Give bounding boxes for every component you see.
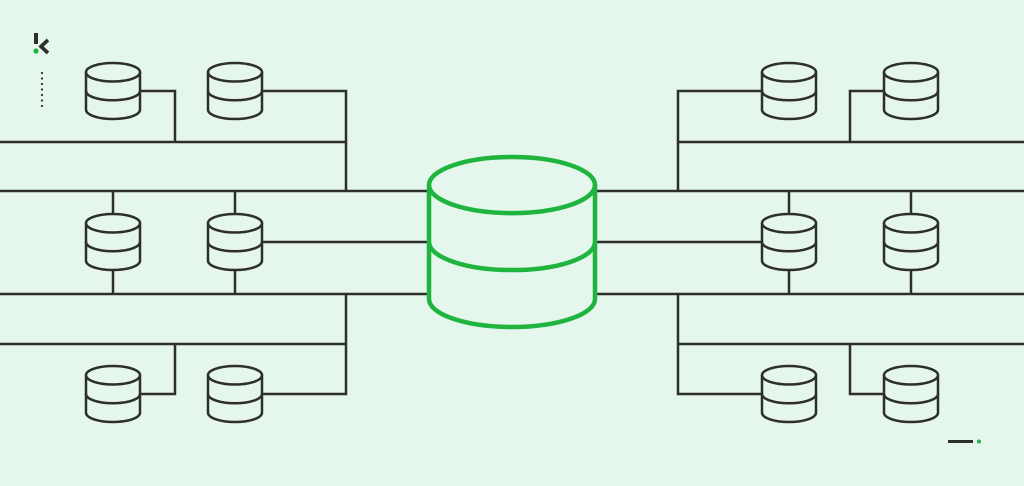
database-band xyxy=(206,89,264,102)
database-top xyxy=(84,364,142,386)
database-band xyxy=(206,240,264,253)
database-band xyxy=(760,89,818,102)
connector-line xyxy=(848,89,884,142)
database-body xyxy=(760,70,818,121)
klaviyo-k-logo-icon xyxy=(33,33,50,55)
decoration-dot xyxy=(40,77,44,80)
decoration-dot xyxy=(40,99,44,102)
decoration-dot xyxy=(40,82,44,86)
database-body xyxy=(882,221,940,272)
database-band xyxy=(84,89,142,102)
logo-stem xyxy=(34,33,38,44)
database-nodes xyxy=(84,61,940,424)
dash-dot-decoration xyxy=(948,439,981,444)
database-icon xyxy=(206,61,264,121)
database-icon xyxy=(84,364,142,424)
database-top xyxy=(882,212,940,234)
decoration-dot xyxy=(40,71,44,75)
central-database-icon xyxy=(426,154,598,330)
database-icon xyxy=(206,364,264,424)
database-body xyxy=(760,221,818,272)
database-body xyxy=(882,70,940,121)
database-band xyxy=(882,392,940,405)
database-icon xyxy=(84,61,142,121)
connector-line xyxy=(262,89,348,191)
database-top xyxy=(882,364,940,386)
database-band xyxy=(882,240,940,253)
database-body xyxy=(84,221,142,272)
database-body xyxy=(426,182,598,330)
database-body xyxy=(84,70,142,121)
database-top xyxy=(760,212,818,234)
database-top xyxy=(84,61,142,83)
database-top xyxy=(206,61,264,83)
database-body xyxy=(206,373,264,424)
database-band xyxy=(426,239,598,273)
database-icon xyxy=(882,364,940,424)
database-body xyxy=(84,373,142,424)
database-band xyxy=(84,392,142,405)
database-top xyxy=(760,61,818,83)
connector-line xyxy=(676,294,762,396)
dotted-line-decoration xyxy=(40,71,44,108)
database-top xyxy=(760,364,818,386)
decoration-dot xyxy=(40,93,44,97)
database-top xyxy=(426,154,598,216)
connector-line xyxy=(676,89,762,191)
database-icon xyxy=(84,212,142,272)
database-band xyxy=(206,392,264,405)
database-body xyxy=(206,221,264,272)
database-band xyxy=(760,392,818,405)
database-icon xyxy=(760,61,818,121)
connector-line xyxy=(848,344,884,396)
database-body xyxy=(206,70,264,121)
database-band xyxy=(882,89,940,102)
database-icon xyxy=(760,212,818,272)
database-body xyxy=(760,373,818,424)
connector-line xyxy=(140,89,177,142)
decoration-dash xyxy=(948,440,973,443)
database-top xyxy=(882,61,940,83)
database-icon xyxy=(882,212,940,272)
logo-dot xyxy=(33,48,39,54)
connector-line xyxy=(262,294,348,396)
database-icon xyxy=(760,364,818,424)
database-band xyxy=(760,240,818,253)
database-top xyxy=(84,212,142,234)
database-icon xyxy=(882,61,940,121)
connector-line xyxy=(140,344,177,396)
decoration-dot xyxy=(40,88,44,91)
database-top xyxy=(206,212,264,234)
decoration-dot xyxy=(40,104,44,108)
database-icon xyxy=(426,154,598,330)
database-body xyxy=(882,373,940,424)
database-band xyxy=(84,240,142,253)
database-icon xyxy=(206,212,264,272)
database-top xyxy=(206,364,264,386)
logo-chevron xyxy=(38,38,50,55)
decoration-accent-dot xyxy=(977,439,981,444)
